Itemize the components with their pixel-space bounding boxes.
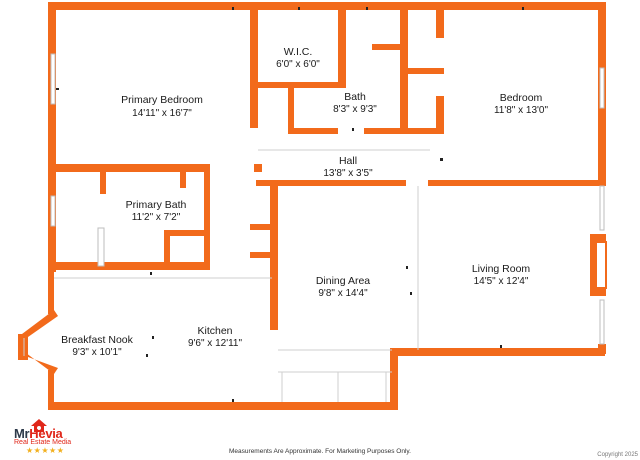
dining-name: Dining Area — [316, 275, 370, 287]
wic-name: W.I.C. — [284, 46, 313, 58]
bath-dims: 8'3" x 9'3" — [333, 104, 377, 115]
bedroom-name: Bedroom — [500, 92, 543, 104]
rating-stars: ★★★★★ — [26, 446, 65, 455]
bay-window — [18, 310, 58, 374]
primary-bedroom-name: Primary Bedroom — [121, 94, 203, 106]
house-logo-icon — [31, 419, 47, 432]
primary-bath-dims: 11'2" x 7'2" — [132, 212, 181, 223]
brand-logo: MrHevia — [14, 426, 63, 441]
hall-dims: 13'8" x 3'5" — [323, 168, 373, 179]
primary-bedroom-dims: 14'11" x 16'7" — [132, 108, 192, 119]
interior-walls — [48, 8, 606, 330]
brand-name-part2: Hevia — [29, 426, 63, 441]
brand-subtitle: Real Estate Media — [14, 439, 72, 446]
kitchen-name: Kitchen — [197, 325, 232, 337]
room-labels: W.I.C. 6'0" x 6'0" Primary Bedroom 14'11… — [61, 46, 548, 358]
dimension-ticks — [56, 7, 524, 402]
brand-name-part1: Mr — [14, 426, 30, 441]
bath-name: Bath — [344, 91, 366, 103]
wic-dims: 6'0" x 6'0" — [276, 59, 320, 70]
living-name: Living Room — [472, 263, 531, 275]
partition-lines — [54, 149, 430, 402]
copyright-note: Copyright 2025 — [597, 452, 638, 458]
primary-bath-name: Primary Bath — [126, 199, 187, 211]
kitchen-dims: 9'6" x 12'11" — [188, 338, 243, 349]
dining-dims: 9'8" x 14'4" — [318, 288, 368, 299]
windows — [50, 53, 605, 345]
disclaimer-note: Measurements Are Approximate. For Market… — [229, 448, 411, 455]
nook-dims: 9'3" x 10'1" — [72, 347, 122, 358]
living-dims: 14'5" x 12'4" — [474, 276, 529, 287]
nook-name: Breakfast Nook — [61, 334, 134, 346]
bedroom-dims: 11'8" x 13'0" — [494, 105, 549, 116]
hall-name: Hall — [339, 155, 357, 167]
fireplace — [590, 234, 607, 296]
